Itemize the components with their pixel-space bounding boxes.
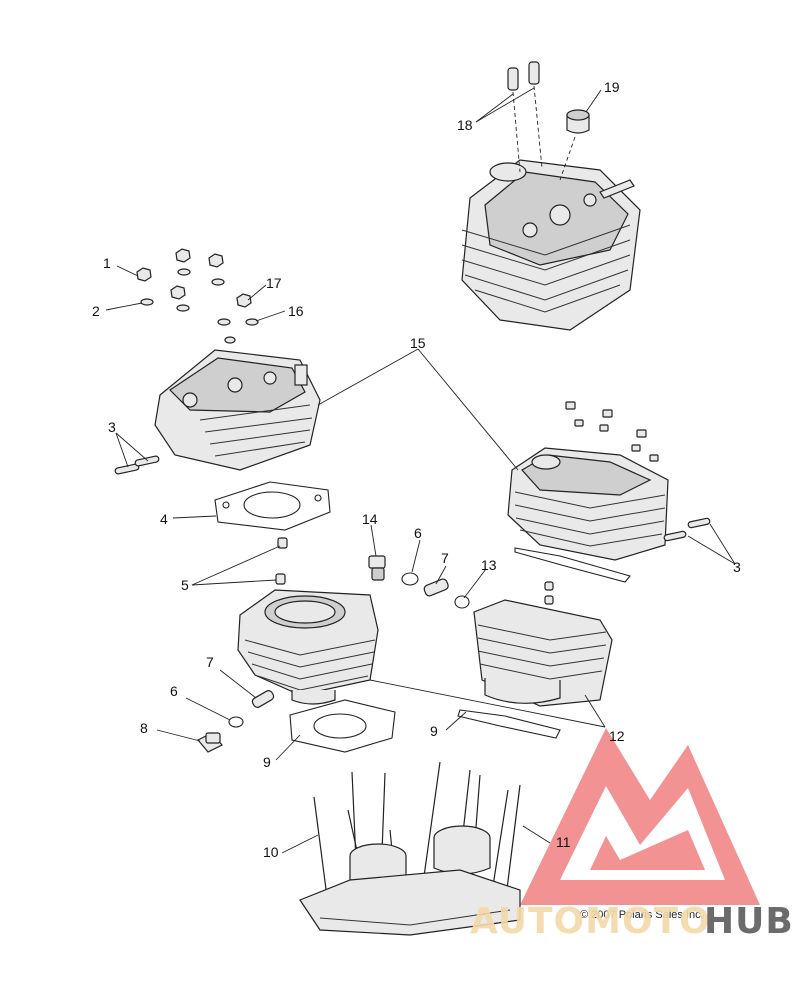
callout-19: 19 <box>604 79 620 95</box>
callout-5: 5 <box>181 577 189 593</box>
callout-17: 17 <box>266 275 282 291</box>
callout-2: 2 <box>92 303 100 319</box>
dowels-right <box>544 581 554 605</box>
tube-7-lower <box>251 690 275 708</box>
base-gasket-right <box>457 709 561 739</box>
seal-13 <box>454 595 470 609</box>
callout-14: 14 <box>362 511 378 527</box>
callout-8: 8 <box>140 720 148 736</box>
callout-11: 11 <box>556 834 571 850</box>
plug-14 <box>368 555 386 581</box>
front-cylinder-head <box>154 349 321 471</box>
leader-lines <box>105 87 736 854</box>
callout-10: 10 <box>263 844 279 860</box>
right-head-hardware <box>565 401 659 462</box>
watermark-logo <box>520 728 760 905</box>
right-cylinder-head <box>507 447 669 561</box>
head-gasket-front <box>214 481 331 531</box>
front-cylinder <box>237 589 379 705</box>
watermark-word-light: AUTOMOTO <box>470 901 711 942</box>
dowel-pins-front <box>114 455 160 475</box>
o-ring-6-upper <box>401 572 419 586</box>
valve-guides <box>507 61 543 173</box>
callout-4: 4 <box>160 511 168 527</box>
callout-13: 13 <box>481 557 497 573</box>
dowels-5 <box>275 537 288 585</box>
rear-cylinder-head <box>461 159 641 331</box>
head-gasket-right <box>514 547 631 583</box>
callout-9-left: 9 <box>263 754 271 770</box>
valve-seal <box>559 109 590 181</box>
callout-3-left: 3 <box>108 419 116 435</box>
base-gasket-front <box>289 699 396 753</box>
callout-6-lower: 6 <box>170 683 178 699</box>
callout-3-right: 3 <box>733 559 741 575</box>
crankcase <box>299 869 521 936</box>
callout-12: 12 <box>609 728 625 744</box>
callout-6-upper: 6 <box>414 525 422 541</box>
tube-7-upper <box>423 578 449 597</box>
copyright-notice: © 2007 Polaris Sales Inc. <box>580 909 704 921</box>
callout-7-lower: 7 <box>206 654 214 670</box>
callout-labels: 1 2 3 3 4 5 6 6 7 7 8 9 9 10 11 12 13 14… <box>92 79 741 860</box>
o-ring-6-lower <box>228 716 244 728</box>
callout-9-right: 9 <box>430 723 438 739</box>
fitting-8 <box>197 732 223 753</box>
callout-18: 18 <box>457 117 473 133</box>
watermark-text: AUTOMOTO HUB <box>470 901 794 942</box>
watermark-word-dark: HUB <box>704 901 794 942</box>
head-nuts-washers <box>136 248 259 344</box>
rear-cylinder <box>473 599 613 707</box>
callout-15: 15 <box>410 335 426 351</box>
callout-7-upper: 7 <box>441 550 449 566</box>
callout-1: 1 <box>103 255 111 271</box>
callout-16: 16 <box>288 303 304 319</box>
dowel-pins-right <box>663 517 711 542</box>
